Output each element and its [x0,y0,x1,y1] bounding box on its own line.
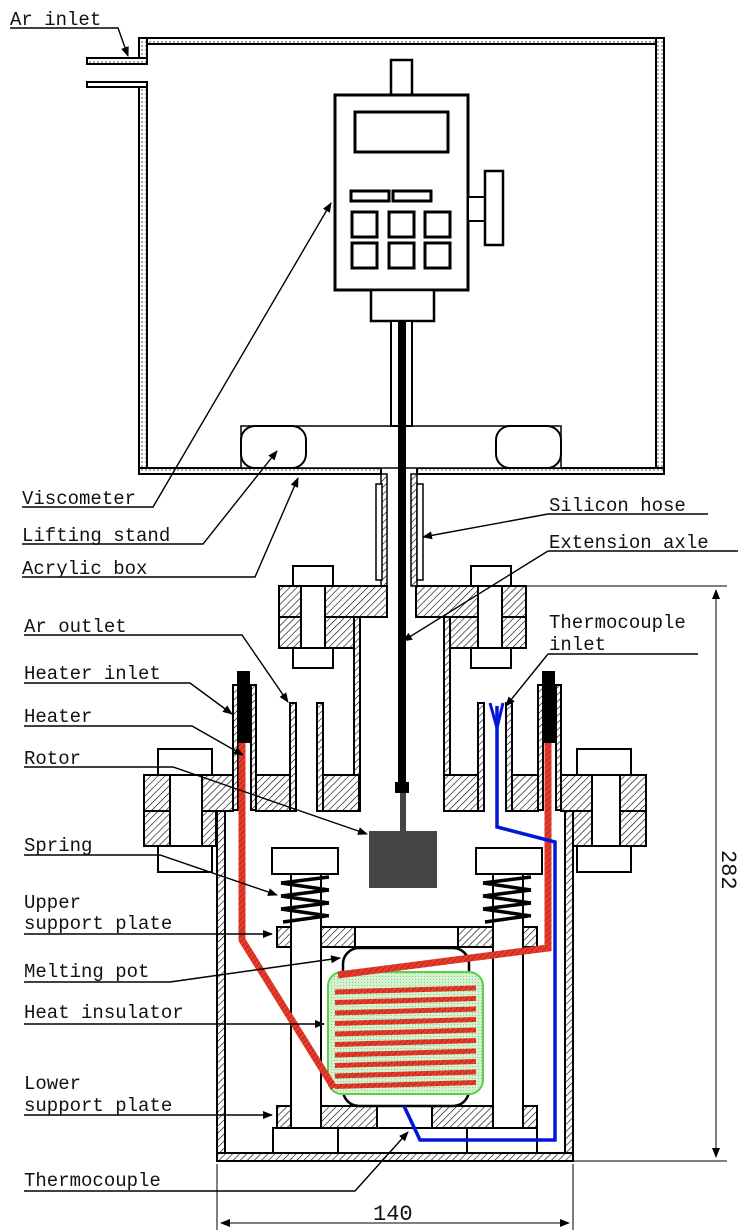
top-flange [278,565,527,669]
rotor [369,831,437,888]
label-lower-support-plate-1: Lower [24,1073,81,1095]
heater-coil-winding [334,1080,477,1089]
heater-coil-winding [334,1027,477,1037]
label-lifting-stand: Lifting stand [22,525,170,547]
width-dimension-label: 140 [373,1202,413,1227]
label-heater-inlet: Heater inlet [24,663,161,685]
label-heater: Heater [24,706,92,728]
label-melting-pot: Melting pot [24,961,149,983]
extension-axle [390,320,413,831]
heater-coil-winding [334,1038,477,1047]
viscometer [333,58,505,323]
label-thermocouple: Thermocouple [24,1170,161,1192]
label-spring: Spring [24,835,92,857]
label-ar-outlet: Ar outlet [24,616,127,638]
heater-coil-winding [334,996,477,1005]
label-lower-support-plate-2: support plate [24,1095,172,1117]
label-acrylic-box: Acrylic box [22,558,147,580]
dimension-width: 140 [216,1164,574,1230]
lower-support-plate [272,1105,538,1154]
label-thermocouple-inlet-1: Thermocouple [549,612,686,634]
label-thermocouple-inlet-2: inlet [549,634,606,656]
heater [237,671,555,1090]
label-rotor: Rotor [24,748,81,770]
label-upper-support-plate-1: Upper [24,892,81,914]
heater-coil-winding [334,1048,477,1058]
ar-inlet-pipe [86,57,148,88]
height-dimension-label: 282 [715,850,740,890]
label-extension-axle: Extension axle [549,532,709,554]
leader-lines [10,27,738,1192]
label-viscometer: Viscometer [22,488,136,510]
label-silicon-hose: Silicon hose [549,495,686,517]
heater-coil-winding [334,1059,477,1068]
label-upper-support-plate-2: support plate [24,913,172,935]
heater-coil-winding [334,1017,477,1026]
label-heat-insulator: Heat insulator [24,1002,184,1024]
heater-coil-winding [334,1069,477,1079]
heater-coil-winding [334,1006,477,1016]
middle-flange [143,684,647,873]
heater-coil-winding [334,985,477,995]
spring-assembly [271,847,543,1128]
labels: Ar inlet Viscometer Lifting stand Acryli… [10,9,709,1192]
upper-support-plate [276,926,538,948]
heater-inlet-plug-right [542,671,555,743]
label-ar-inlet: Ar inlet [10,9,101,31]
heater-inlet-plug-left [237,671,250,743]
dimension-height: 282 [512,585,740,1162]
